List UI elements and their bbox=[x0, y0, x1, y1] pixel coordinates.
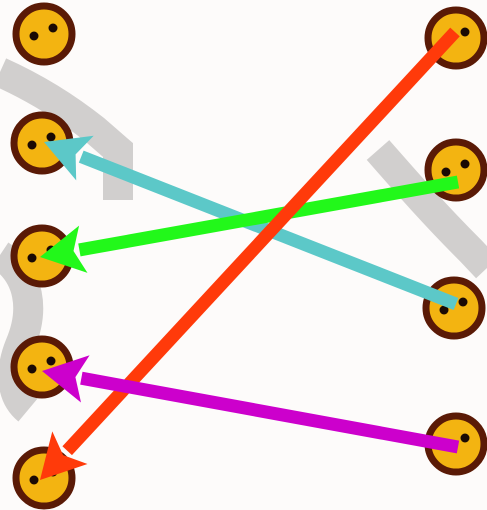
arrow-layer bbox=[40, 32, 458, 480]
node-l1 bbox=[16, 6, 72, 62]
magenta-arrow-shaft bbox=[81, 378, 458, 447]
